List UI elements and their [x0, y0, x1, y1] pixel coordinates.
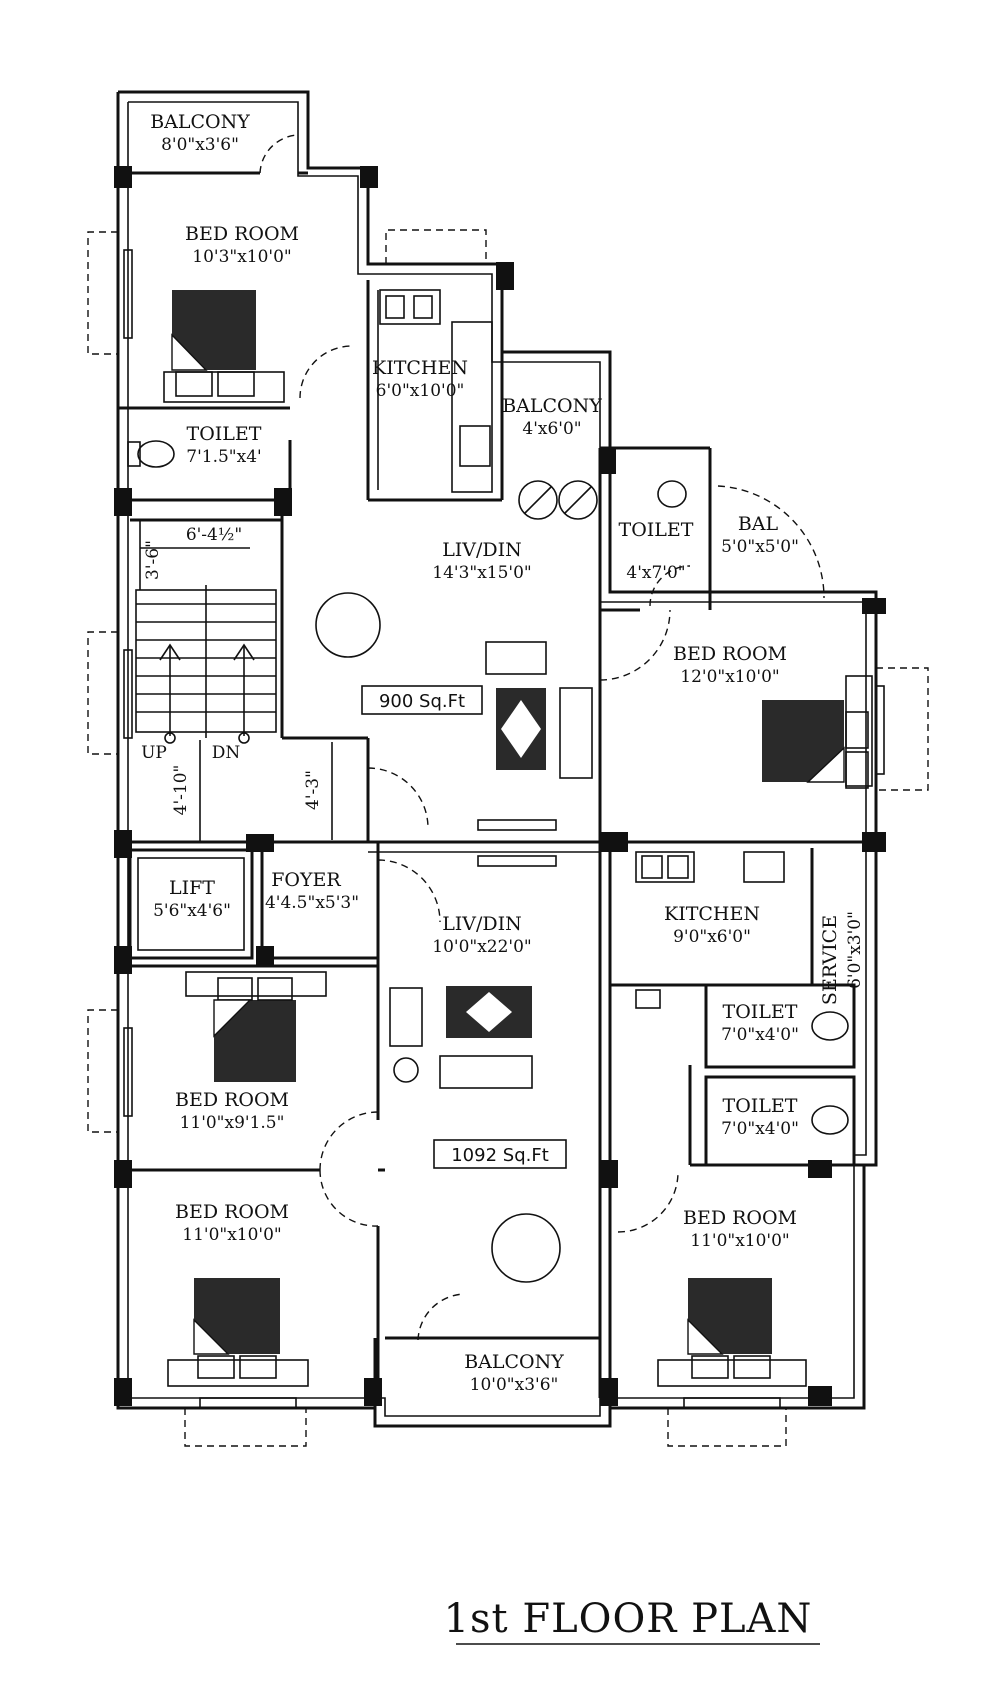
- stair-labels: UP DN 3'-6" 6'-4½" 4'-10" 4'-3": [141, 525, 323, 815]
- area-tags: 900 Sq.Ft 1092 Sq.Ft: [361, 685, 567, 1169]
- room-size: 4'4.5"x5'3": [265, 893, 359, 913]
- room-name: KITCHEN: [664, 903, 760, 925]
- room-name: LIV/DIN: [442, 539, 522, 561]
- room-size: 7'0"x4'0": [721, 1119, 799, 1139]
- stair-up-label: UP: [141, 743, 167, 763]
- furniture-beds: [163, 290, 873, 1387]
- room-size: 10'3"x10'0": [192, 247, 291, 267]
- room-name: BED ROOM: [175, 1201, 289, 1223]
- room-size: 8'0"x3'6": [161, 135, 239, 155]
- room-labels: BALCONY 8'0"x3'6" BED ROOM 10'3"x10'0" K…: [150, 111, 865, 1395]
- room-size: 11'0"x10'0": [690, 1231, 789, 1251]
- plan-title: 1st FLOOR PLAN: [444, 1596, 813, 1642]
- room-size: 4'x7'0": [626, 563, 685, 583]
- room-name: TOILET: [723, 1001, 798, 1023]
- stair-dimension: 6'-4½": [186, 525, 242, 545]
- room-size: 7'0"x4'0": [721, 1025, 799, 1045]
- room-size: 14'3"x15'0": [432, 563, 531, 583]
- structural-columns: [114, 166, 886, 1406]
- room-size: 11'0"x9'1.5": [180, 1113, 285, 1133]
- stair-down-label: DN: [212, 743, 241, 763]
- door-swings: [259, 134, 825, 1341]
- room-size: 10'0"x3'6": [470, 1375, 559, 1395]
- room-size: 5'6"x4'6": [153, 901, 231, 921]
- staircase: [135, 520, 333, 842]
- room-name: BED ROOM: [175, 1089, 289, 1111]
- room-name: BALCONY: [150, 111, 250, 133]
- room-size: 7'1.5"x4': [186, 447, 261, 467]
- flat-area: 900 Sq.Ft: [379, 691, 465, 712]
- room-size: 5'0"x5'0": [721, 537, 799, 557]
- room-name: FOYER: [271, 869, 341, 891]
- room-name: SERVICE: [819, 915, 841, 1005]
- room-name: TOILET: [723, 1095, 798, 1117]
- room-name: BED ROOM: [185, 223, 299, 245]
- room-name: LIV/DIN: [442, 913, 522, 935]
- room-name: BAL: [738, 513, 779, 535]
- stair-dimension: 4'-10": [171, 765, 191, 816]
- room-name: BED ROOM: [683, 1207, 797, 1229]
- window-projections: [87, 229, 929, 1447]
- interior-walls: [118, 171, 876, 1426]
- room-size: 6'0"x10'0": [376, 381, 465, 401]
- room-name: BED ROOM: [673, 643, 787, 665]
- room-name: TOILET: [619, 519, 694, 541]
- stair-dimension: 4'-3": [303, 770, 323, 810]
- room-name: BALCONY: [502, 395, 602, 417]
- room-size: 6'0"x3'0": [845, 911, 865, 989]
- room-size: 4'x6'0": [522, 419, 581, 439]
- room-size: 12'0"x10'0": [680, 667, 779, 687]
- room-size: 11'0"x10'0": [182, 1225, 281, 1245]
- room-name: BALCONY: [464, 1351, 564, 1373]
- room-name: TOILET: [187, 423, 262, 445]
- furniture-fixtures: [127, 289, 849, 1283]
- room-name: LIFT: [169, 877, 215, 899]
- stair-dimension: 3'-6": [143, 540, 163, 580]
- room-size: 9'0"x6'0": [673, 927, 751, 947]
- flat-area: 1092 Sq.Ft: [451, 1145, 549, 1166]
- room-name: KITCHEN: [372, 357, 468, 379]
- room-size: 10'0"x22'0": [432, 937, 531, 957]
